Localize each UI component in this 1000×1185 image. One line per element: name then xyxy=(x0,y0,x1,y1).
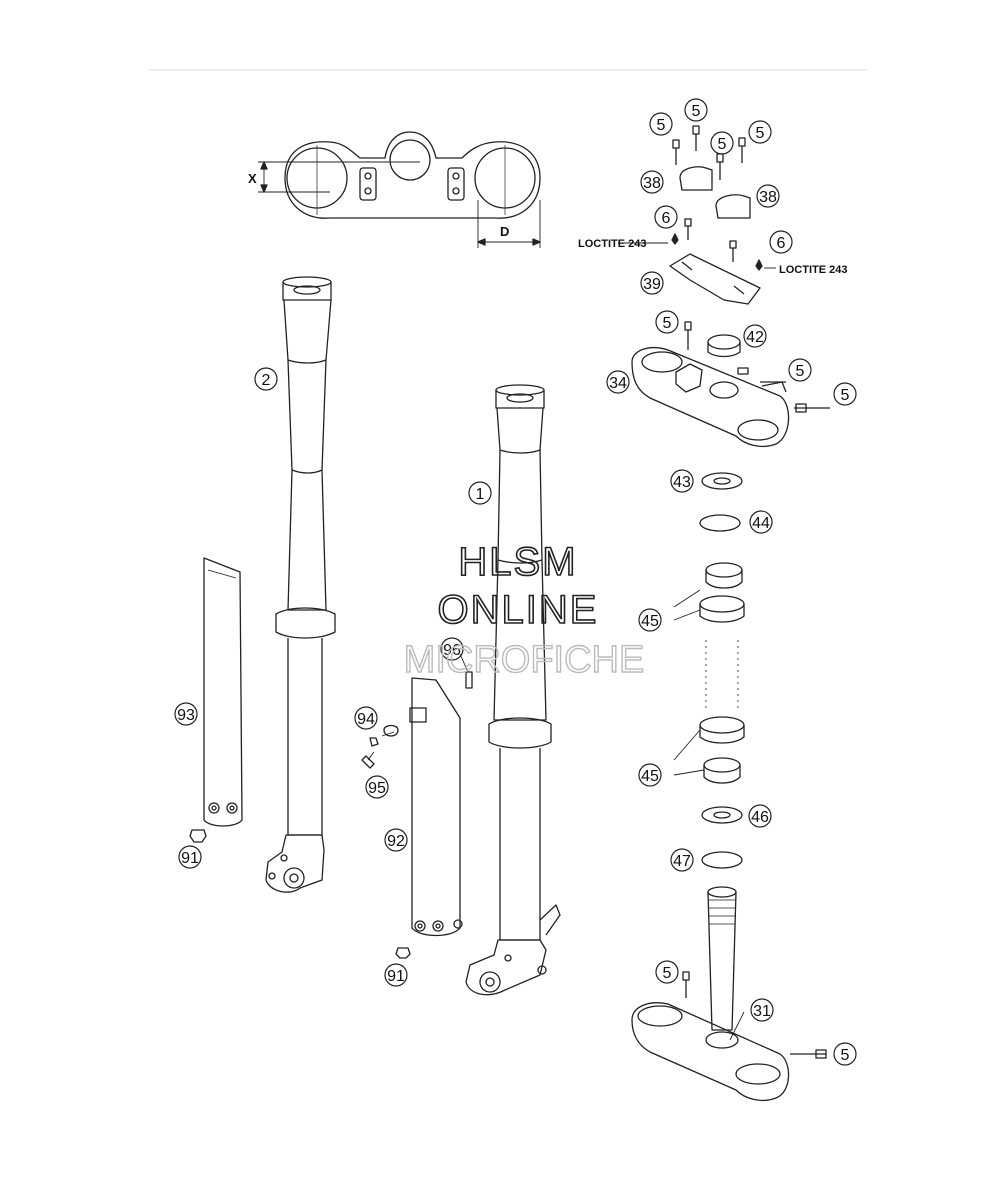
svg-text:92: 92 xyxy=(387,833,405,850)
callout-42: 42 xyxy=(743,324,767,348)
svg-text:93: 93 xyxy=(177,707,195,724)
dimension-d-label: D xyxy=(500,224,509,239)
svg-text:6: 6 xyxy=(662,210,671,227)
callout-6a: 6 xyxy=(654,205,678,229)
svg-text:45: 45 xyxy=(641,613,659,630)
svg-text:6: 6 xyxy=(777,235,786,252)
svg-text:38: 38 xyxy=(643,175,661,192)
svg-text:96: 96 xyxy=(443,642,461,659)
callout-46: 46 xyxy=(748,804,772,828)
callout-5h: 5 xyxy=(655,960,679,984)
loctite-label-right: LOCTITE 243 xyxy=(779,264,847,276)
svg-text:5: 5 xyxy=(718,136,727,153)
callout-2: 2 xyxy=(254,367,278,391)
watermark: HLSM ONLINE MICROFICHE xyxy=(403,539,645,682)
svg-text:46: 46 xyxy=(751,809,769,826)
svg-text:5: 5 xyxy=(756,125,765,142)
callout-34: 34 xyxy=(606,370,630,394)
callout-91a: 91 xyxy=(178,845,202,869)
loctite-label-left: LOCTITE 243 xyxy=(578,238,646,250)
callout-5a: 5 xyxy=(649,112,673,136)
callout-5c: 5 xyxy=(710,131,734,155)
callout-47: 47 xyxy=(670,848,694,872)
callout-39: 39 xyxy=(640,271,664,295)
svg-text:ONLINE: ONLINE xyxy=(438,588,599,632)
svg-text:5: 5 xyxy=(663,965,672,982)
svg-text:5: 5 xyxy=(796,363,805,380)
bearings-and-seals xyxy=(699,472,745,869)
callout-5b: 5 xyxy=(684,98,708,122)
svg-text:5: 5 xyxy=(692,103,701,120)
callout-38a: 38 xyxy=(640,170,664,194)
svg-text:45: 45 xyxy=(641,768,659,785)
fork-guard-right xyxy=(409,677,463,937)
svg-text:47: 47 xyxy=(673,853,691,870)
svg-text:43: 43 xyxy=(673,474,691,491)
screws-small xyxy=(189,671,473,959)
svg-text:31: 31 xyxy=(753,1003,771,1020)
callout-31: 31 xyxy=(750,998,774,1022)
handlebar-clamps xyxy=(671,125,763,271)
callout-38b: 38 xyxy=(756,184,780,208)
callout-94: 94 xyxy=(354,706,378,730)
fork-leg-right xyxy=(465,384,561,996)
callout-6b: 6 xyxy=(769,230,793,254)
fork-leg-left xyxy=(265,276,336,893)
callout-95: 95 xyxy=(365,775,389,799)
svg-text:94: 94 xyxy=(357,711,375,728)
svg-text:5: 5 xyxy=(841,1047,850,1064)
svg-text:95: 95 xyxy=(368,780,386,797)
svg-text:91: 91 xyxy=(181,850,199,867)
svg-text:38: 38 xyxy=(759,189,777,206)
svg-text:1: 1 xyxy=(476,486,485,503)
bar-mount xyxy=(669,253,761,305)
svg-text:5: 5 xyxy=(841,387,850,404)
leader-lines xyxy=(367,242,776,1041)
triple-clamp-dimension-drawing xyxy=(258,131,541,248)
svg-text:91: 91 xyxy=(387,968,405,985)
callout-91b: 91 xyxy=(384,963,408,987)
lower-triple-clamp-stem xyxy=(631,886,827,1102)
upper-triple-clamp xyxy=(631,321,830,448)
callout-93: 93 xyxy=(174,702,198,726)
callout-5d: 5 xyxy=(748,120,772,144)
svg-text:39: 39 xyxy=(643,276,661,293)
callout-96: 96 xyxy=(440,637,464,661)
callout-43: 43 xyxy=(670,469,694,493)
callout-5f: 5 xyxy=(788,358,812,382)
svg-text:5: 5 xyxy=(657,117,666,134)
callout-92: 92 xyxy=(384,828,408,852)
callout-5e: 5 xyxy=(655,310,679,334)
svg-text:34: 34 xyxy=(609,375,627,392)
svg-text:44: 44 xyxy=(752,515,770,532)
svg-text:42: 42 xyxy=(746,329,764,346)
callout-5g: 5 xyxy=(833,382,857,406)
svg-text:2: 2 xyxy=(262,372,271,389)
fork-guard-left xyxy=(203,557,243,827)
callout-1: 1 xyxy=(468,481,492,505)
callout-45a: 45 xyxy=(638,608,662,632)
dimension-x-label: X xyxy=(248,171,257,186)
svg-text:MICROFICHE: MICROFICHE xyxy=(404,639,645,681)
callout-44: 44 xyxy=(749,510,773,534)
callout-45b: 45 xyxy=(638,763,662,787)
svg-text:HLSM: HLSM xyxy=(458,540,577,584)
svg-text:5: 5 xyxy=(663,315,672,332)
callout-5i: 5 xyxy=(833,1042,857,1066)
